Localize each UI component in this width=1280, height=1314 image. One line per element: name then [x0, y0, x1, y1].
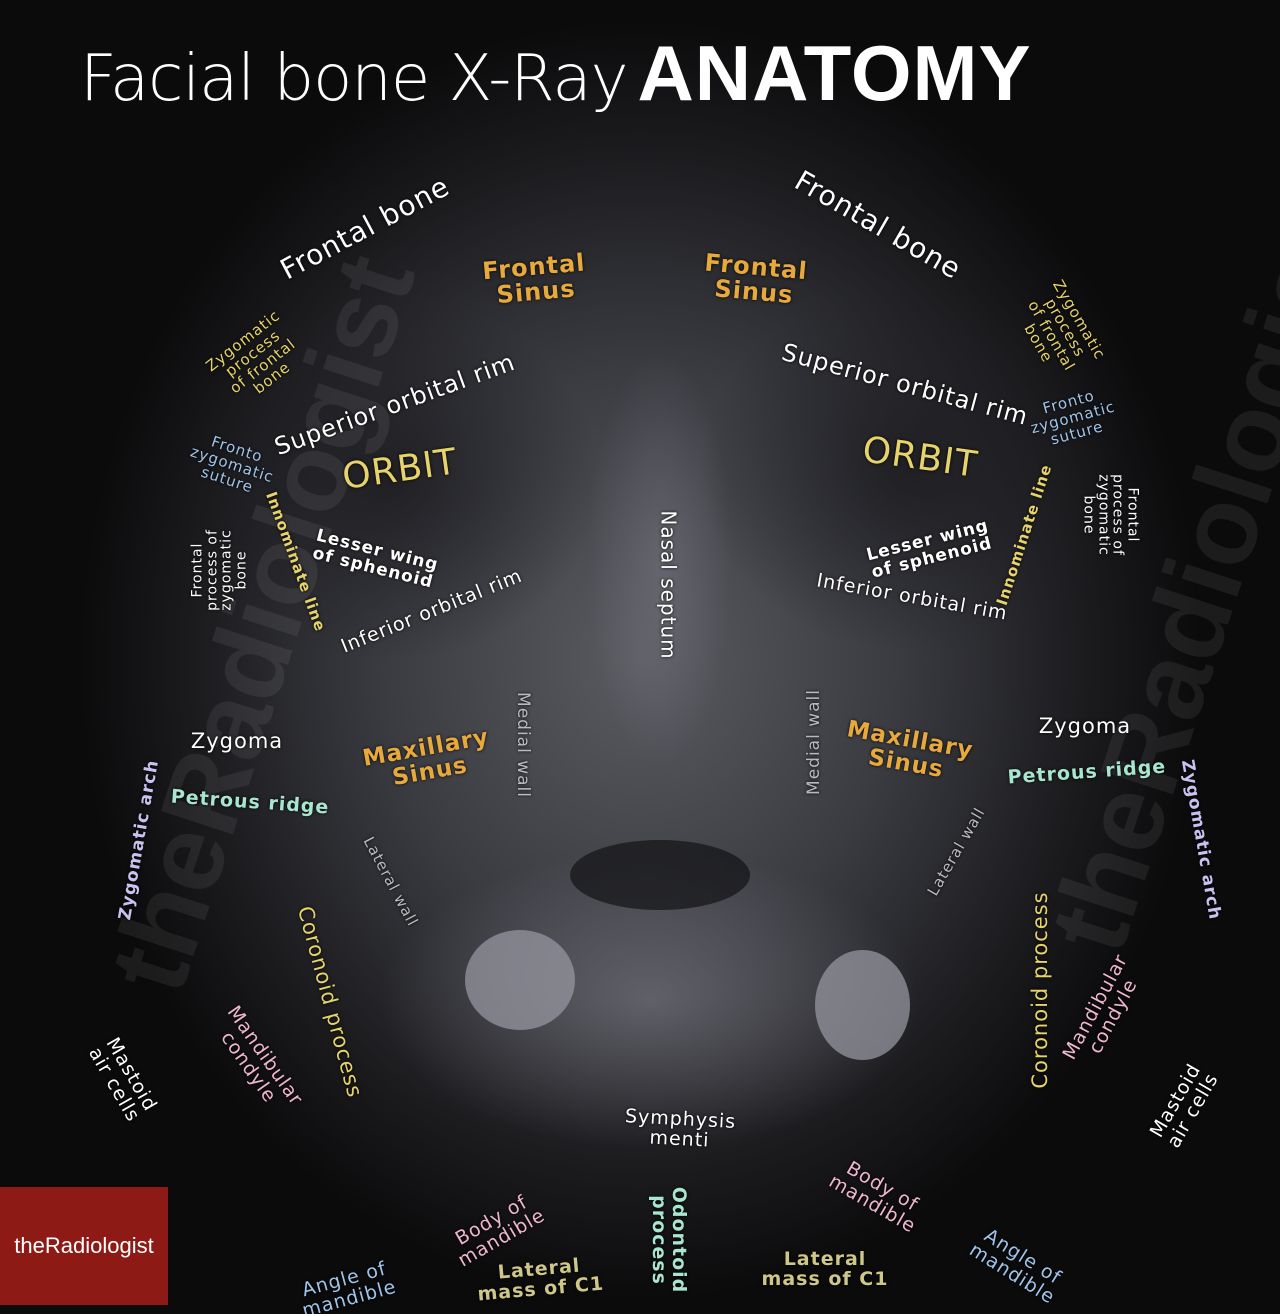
label-maxillary-sinus-l: Maxillary Sinus	[360, 724, 492, 792]
label-angle-mand-l: Angle of mandible	[299, 1257, 399, 1314]
label-mand-condyle-r: Mandibular condyle	[1058, 950, 1142, 1064]
label-fz-suture-r: Fronto zygomatic suture	[1028, 386, 1117, 449]
label-maxillary-sinus-r: Maxillary Sinus	[844, 716, 976, 784]
label-lesser-wing-r: Lesser wing of sphenoid	[864, 515, 995, 583]
label-frontal-sinus-l: Frontal Sinus	[481, 248, 587, 310]
label-frontal-proc-zyg-r: Frontal process of zygomatic bone	[1080, 474, 1141, 556]
label-lat-mass-l: Lateral mass of C1	[476, 1254, 605, 1306]
label-frontal-sinus-r: Frontal Sinus	[703, 248, 809, 310]
label-mastoid-l: Mastoid air cells	[84, 1033, 162, 1126]
label-sup-orbital-rim-r: Superior orbital rim	[778, 338, 1032, 431]
label-innominate-r: Innominate line	[992, 461, 1056, 608]
label-coronoid-r: Coronoid process	[1027, 891, 1052, 1089]
label-body-mand-r: Body of mandible	[825, 1157, 923, 1238]
label-lateral-wall-l: Lateral wall	[359, 833, 422, 930]
label-lateral-wall-r: Lateral wall	[923, 804, 989, 899]
label-mand-condyle-l: Mandibular condyle	[216, 1001, 308, 1110]
label-nasal-septum: Nasal septum	[656, 510, 681, 660]
label-inf-orbital-rim-r: Inferior orbital rim	[815, 569, 1010, 625]
mouth-shadow	[570, 840, 750, 910]
label-odontoid: Odontoid process	[648, 1186, 690, 1294]
label-medial-wall-l: Medial wall	[512, 692, 533, 798]
label-zygoma-l: Zygoma	[190, 728, 284, 753]
brand-logo: theRadiologist	[0, 1187, 168, 1305]
label-mastoid-r: Mastoid air cells	[1145, 1059, 1223, 1152]
label-frontal-proc-zyg-l: Frontal process of zygomatic bone	[189, 529, 250, 611]
label-angle-mand-r: Angle of mandible	[965, 1224, 1066, 1309]
title-light: Facial bone X-Ray	[80, 42, 628, 116]
teeth-shadow-right	[815, 950, 910, 1060]
label-coronoid-l: Coronoid process	[292, 903, 368, 1101]
label-medial-wall-r: Medial wall	[804, 689, 825, 795]
label-orbit-r: ORBIT	[859, 429, 981, 486]
label-frontal-bone-r: Frontal bone	[789, 163, 968, 286]
title-bold: ANATOMY	[637, 29, 1032, 117]
label-zyg-proc-frontal-r: Zygomatic process of frontal bone	[1020, 276, 1110, 374]
teeth-shadow-left	[465, 930, 575, 1030]
label-lat-mass-r: Lateral mass of C1	[761, 1248, 889, 1290]
label-symphysis: Symphysis menti	[624, 1105, 737, 1152]
label-zygoma-r: Zygoma	[1038, 713, 1132, 738]
